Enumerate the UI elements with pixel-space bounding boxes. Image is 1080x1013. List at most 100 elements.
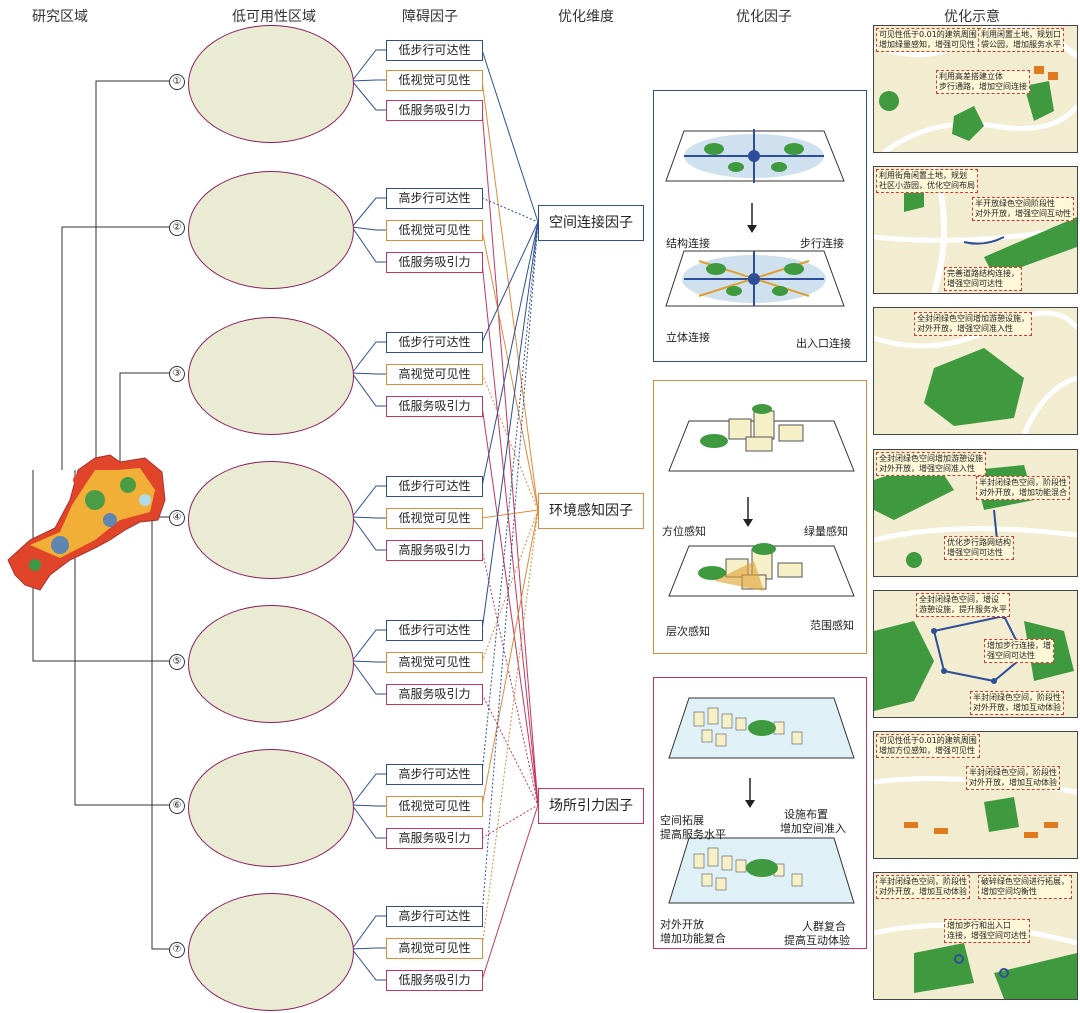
label-layer: 层次感知: [666, 625, 710, 638]
illustration-note: 全封闭绿色空间，增设 游憩设施，提升服务水平: [916, 593, 1010, 617]
barrier-service: 高服务吸引力: [386, 540, 483, 561]
region-factor-link: [351, 773, 386, 806]
region-5-ellipse: [188, 605, 354, 723]
illustration-note: 破碎绿色空间进行拓展， 增加空间均衡性: [978, 875, 1072, 899]
region-2-ellipse: [188, 171, 354, 289]
barrier-visual: 高视觉可见性: [386, 652, 483, 673]
barrier-walk: 低步行可达性: [386, 332, 483, 353]
barrier-visual: 低视觉可见性: [386, 70, 483, 91]
factor-dimension-link: [481, 221, 539, 487]
illustration-note: 半封闭绿色空间，阶段性 对外开放，增加互动体验: [966, 766, 1060, 790]
label-expand-1: 空间拓展: [660, 814, 704, 827]
illustration-note: 利用闲置土地，规划口 袋公园，增加服务水平: [978, 28, 1064, 52]
barrier-service: 低服务吸引力: [386, 396, 483, 417]
region-6-ellipse: [188, 749, 354, 867]
panel-env-perceive: 方位感知 绿量感知 层次感知 范围感知: [653, 380, 867, 654]
region-number: ⑥: [169, 798, 185, 814]
label-range: 范围感知: [810, 619, 854, 632]
region-factor-link: [351, 341, 386, 374]
region-factor-link: [351, 516, 386, 551]
illustration-note: 完善道路结构连接， 增强空间可达性: [944, 267, 1022, 291]
barrier-walk: 低步行可达性: [386, 476, 483, 497]
region-factor-link: [351, 804, 386, 839]
label-facility-2: 增加空间准入: [780, 822, 846, 835]
illustration-note: 可见性低于0.01的建筑周围 增加绿量感知，增强可见性: [876, 28, 980, 52]
region-number: ③: [169, 366, 185, 382]
barrier-service: 低服务吸引力: [386, 970, 483, 991]
region-factor-link: [351, 948, 386, 981]
label-crowd-2: 提高互动体验: [784, 934, 850, 947]
illustration-map: [874, 167, 1077, 293]
barrier-service: 低服务吸引力: [386, 100, 483, 121]
label-expand-2: 提高服务水平: [660, 828, 726, 841]
region-factor-link: [351, 80, 386, 111]
illustration-note: 半封闭绿色空间，阶段性 对外开放，增加功能混合: [976, 476, 1070, 500]
dimension-space-connect: 空间连接因子: [538, 205, 644, 241]
illustration-note: 优化步行路网结构 增强空间可达性: [944, 536, 1014, 560]
barrier-service: 高服务吸引力: [386, 684, 483, 705]
region-factor-link: [351, 79, 386, 82]
factor-dimension-link: [481, 509, 539, 807]
region-factor-link: [351, 947, 386, 950]
dimension-place-attract: 场所引力因子: [538, 788, 644, 824]
illustration-note: 半封闭绿色空间，阶段性 对外开放，增加互动体验: [876, 875, 970, 899]
label-walking-connect: 步行连接: [800, 237, 844, 250]
label-crowd-1: 人群复合: [802, 920, 846, 933]
place-attract-diagram: [668, 697, 855, 904]
tree-link: [119, 372, 169, 470]
region-3-ellipse: [188, 317, 354, 435]
region-factor-link: [351, 372, 386, 407]
region-factor-link: [351, 49, 386, 82]
factor-dimension-link: [481, 549, 539, 806]
label-structure-connect: 结构连接: [666, 237, 710, 250]
region-4-ellipse: [188, 461, 354, 579]
region-factor-link: [351, 485, 386, 518]
barrier-visual: 低视觉可见性: [386, 220, 483, 241]
illustration-note: 半封闭绿色空间，阶段性 对外开放，增加互动体验: [970, 691, 1064, 715]
region-number: ②: [169, 220, 185, 236]
illustration-note: 增加步行和出入口 连接，增强空间可达性: [944, 919, 1030, 943]
header-barrier: 障碍因子: [402, 9, 458, 25]
illustration-1: 可见性低于0.01的建筑周围 增加绿量感知，增强可见性 利用闲置土地，规划口 袋…: [873, 25, 1078, 153]
label-open-2: 增加功能复合: [660, 932, 726, 945]
illustration-note: 利用街角闲置土地，规划 社区小游园，优化空间布局: [876, 169, 978, 193]
dimension-env-perceive: 环境感知因子: [538, 493, 644, 529]
factor-dimension-link: [481, 509, 539, 663]
region-factor-link: [351, 197, 386, 228]
label-open-1: 对外开放: [660, 918, 704, 931]
illustration-2: 利用街角闲置土地，规划 社区小游园，优化空间布局 半开放绿色空间阶段性 对外开放…: [873, 166, 1078, 294]
region-factor-link: [351, 660, 386, 695]
header-dimension: 优化维度: [558, 9, 614, 25]
region-number: ④: [169, 510, 185, 526]
region-number: ⑤: [169, 654, 185, 670]
barrier-visual: 高视觉可见性: [386, 364, 483, 385]
factor-dimension-link: [481, 405, 539, 806]
barrier-walk: 低步行可达性: [386, 620, 483, 641]
illustration-3: 全封闭绿色空间增加游憩设施， 对外开放，增强空间准入性: [873, 307, 1078, 435]
region-number: ①: [169, 74, 185, 90]
panel-place-attract: 空间拓展 提高服务水平 设施布置 增加空间准入 对外开放 增加功能复合 人群复合…: [653, 677, 867, 949]
illustration-map: [874, 613, 1074, 711]
barrier-visual: 低视觉可见性: [386, 508, 483, 529]
barrier-visual: 高视觉可见性: [386, 938, 483, 959]
tree-link: [95, 80, 169, 470]
factor-dimension-link: [481, 261, 539, 806]
region-factor-link: [351, 915, 386, 950]
illustration-note: 可见性低于0.01的建筑周围 增加方位感知，增强可见性: [876, 734, 980, 758]
region-factor-link: [351, 372, 386, 375]
illustration-note: 半开放绿色空间阶段性 对外开放，增强空间互动性: [972, 197, 1074, 221]
factor-dimension-link: [481, 109, 539, 806]
header-low-usability: 低可用性区域: [232, 9, 316, 25]
barrier-walk: 高步行可达性: [386, 188, 483, 209]
factor-dimension-link: [481, 221, 539, 917]
factor-dimension-link: [481, 804, 539, 981]
factor-dimension-link: [481, 229, 539, 511]
region-1-ellipse: [188, 25, 354, 143]
region-factor-link: [351, 660, 386, 663]
illustration-note: 全封闭绿色空间增加游憩设施， 对外开放，增强空间准入性: [914, 312, 1032, 336]
header-opt-illustration: 优化示意: [944, 9, 1000, 25]
header-opt-factor: 优化因子: [736, 9, 792, 25]
illustration-5: 全封闭绿色空间，增设 游憩设施，提升服务水平 增加步行连接，增 强空间可达性 半…: [873, 590, 1078, 718]
region-7-ellipse: [188, 893, 354, 1011]
